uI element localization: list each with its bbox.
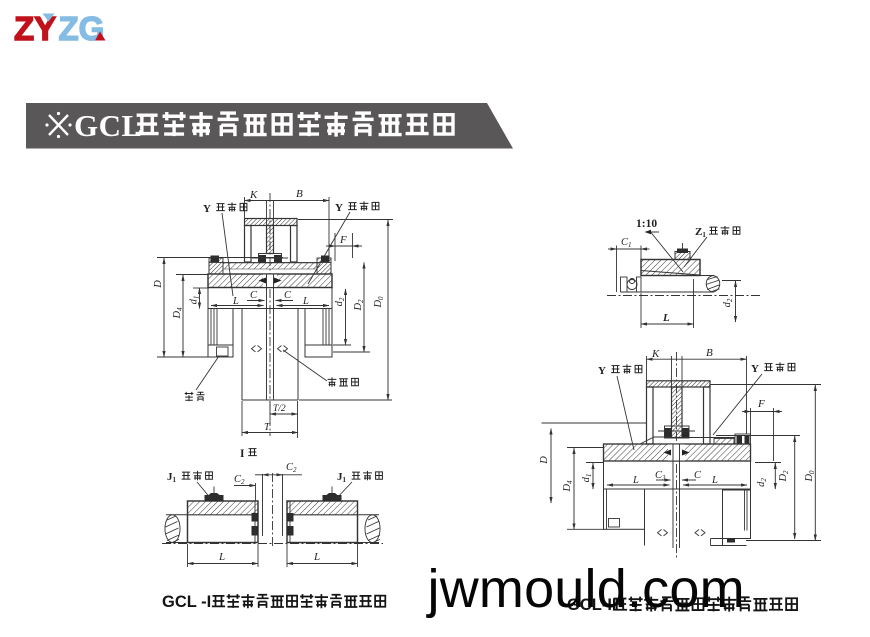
- svg-text:C3: C3: [655, 470, 666, 482]
- svg-text:d1: d1: [581, 474, 593, 483]
- svg-text:d2: d2: [756, 478, 768, 487]
- svg-text:T/2: T/2: [273, 404, 286, 414]
- svg-text:I: I: [240, 448, 245, 460]
- svg-text:L: L: [218, 551, 225, 563]
- svg-text:L: L: [313, 551, 320, 563]
- svg-text:D: D: [539, 456, 550, 465]
- svg-text:d2: d2: [722, 298, 734, 307]
- svg-text:L: L: [632, 475, 639, 486]
- svg-text:1:10: 1:10: [636, 218, 657, 230]
- svg-text:GCL -I: GCL -I: [162, 593, 211, 611]
- svg-text:C: C: [250, 290, 258, 301]
- svg-text:J1: J1: [337, 471, 347, 484]
- svg-text:T: T: [264, 422, 271, 433]
- svg-text:Y: Y: [203, 203, 211, 215]
- svg-text:Y: Y: [335, 202, 343, 214]
- svg-text:d1: d1: [189, 296, 201, 305]
- svg-text:F: F: [757, 398, 765, 410]
- svg-text:ZG: ZG: [59, 10, 105, 47]
- svg-text:jwmould.com: jwmould.com: [426, 559, 745, 619]
- svg-text:L: L: [232, 296, 239, 307]
- svg-text:Y: Y: [751, 363, 759, 375]
- svg-text:Y: Y: [598, 365, 606, 377]
- svg-text:C1: C1: [621, 237, 632, 249]
- svg-text:GCL-II: GCL-II: [567, 596, 617, 614]
- svg-text:Z1: Z1: [695, 226, 706, 239]
- svg-text:C2: C2: [286, 462, 297, 474]
- svg-text:L: L: [302, 296, 309, 307]
- svg-text:F: F: [339, 234, 347, 246]
- svg-text:d2: d2: [334, 297, 346, 306]
- svg-text:J1: J1: [167, 471, 177, 484]
- svg-text:C: C: [694, 470, 702, 481]
- svg-text:C2: C2: [234, 474, 245, 486]
- svg-text:L: L: [711, 475, 718, 486]
- svg-text:C: C: [284, 290, 292, 301]
- svg-text:D: D: [153, 280, 164, 289]
- svg-text:L: L: [662, 312, 670, 324]
- svg-text:B: B: [296, 188, 303, 200]
- svg-text:K: K: [651, 348, 660, 360]
- svg-text:GCL: GCL: [74, 108, 143, 143]
- svg-text:K: K: [249, 189, 258, 201]
- svg-text:B: B: [706, 347, 713, 359]
